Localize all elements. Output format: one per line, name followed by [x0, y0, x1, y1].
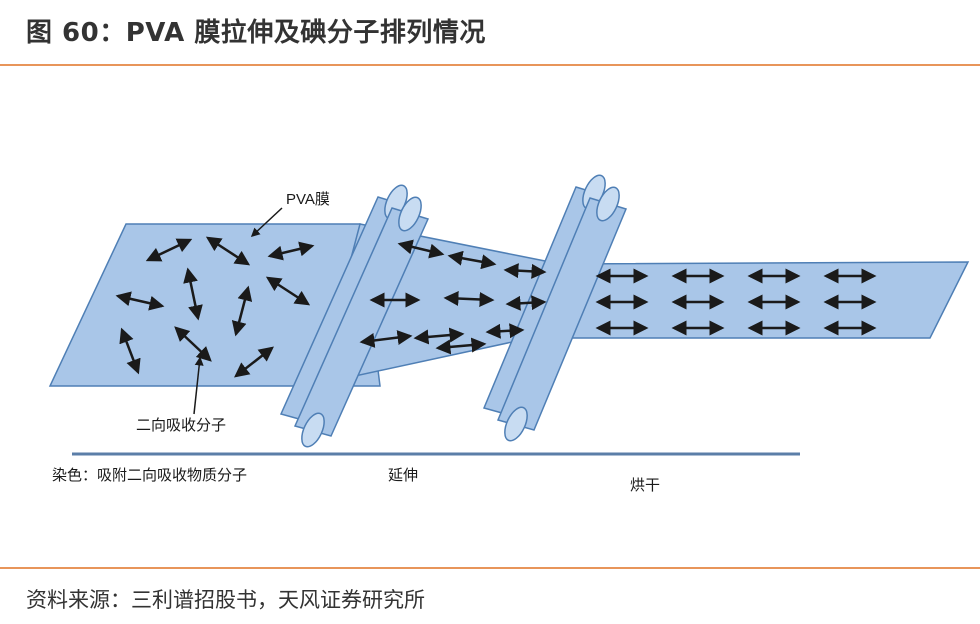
figure-title: 图 60：PVA 膜拉伸及碘分子排列情况	[26, 18, 486, 48]
pva-stretching-diagram: PVA膜 二向吸收分子 染色：吸附二向吸收物质分子 延伸 烘干	[48, 174, 970, 494]
pva-film-label: PVA膜	[286, 191, 330, 208]
molecules-label: 二向吸收分子	[136, 417, 226, 434]
title-divider	[0, 64, 980, 66]
pva-film-pointer	[250, 207, 283, 238]
figure-source: 资料来源：三利谱招股书，天风证券研究所	[26, 588, 425, 612]
film-section-stretched	[539, 261, 970, 339]
roller-2	[482, 174, 628, 442]
stage-drying-label: 烘干	[630, 477, 660, 494]
molecules-aligning	[359, 239, 547, 355]
stage-stretching-label: 延伸	[388, 467, 418, 484]
stage-dyeing-label: 染色：吸附二向吸收物质分子	[52, 467, 247, 484]
molecules-aligned	[595, 268, 877, 336]
molecules-random	[115, 236, 315, 378]
source-divider	[0, 567, 980, 569]
roller-1	[279, 184, 430, 448]
molecules-pointer	[193, 356, 204, 415]
